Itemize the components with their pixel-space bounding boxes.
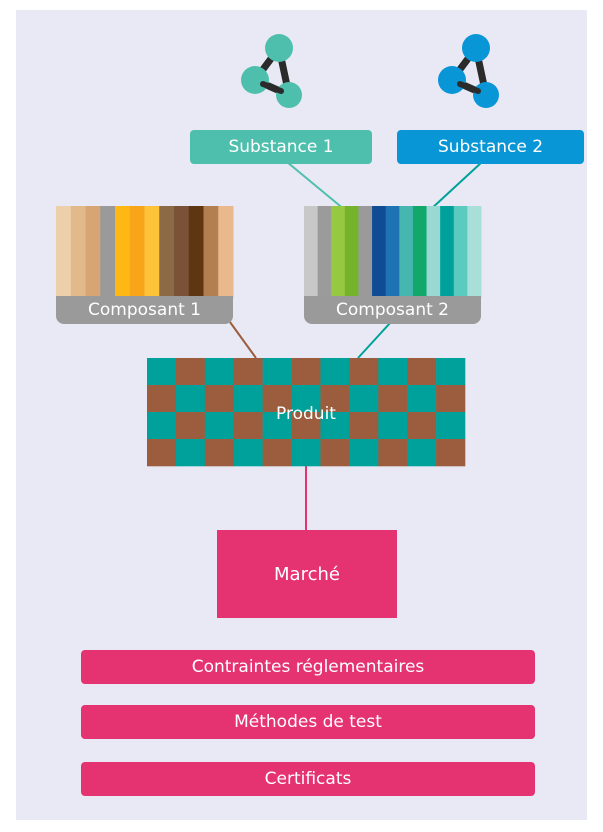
component-stripe <box>426 206 441 298</box>
molecule-atom <box>438 66 466 94</box>
produit-cell <box>407 412 437 440</box>
methodes-de-test-bar: Méthodes de test <box>81 705 535 739</box>
produit-cell <box>147 358 177 386</box>
component-stripe <box>453 206 468 298</box>
composant-1-stripes <box>56 206 234 298</box>
produit-cell <box>291 358 321 386</box>
composant-2-stripes <box>304 206 482 298</box>
produit-checkerboard <box>147 358 466 467</box>
component-stripe <box>412 206 428 298</box>
produit-cell <box>175 439 206 467</box>
link-substance2-composant2 <box>429 161 483 211</box>
component-stripe <box>467 206 482 298</box>
produit-cell <box>378 439 408 467</box>
molecule-atom <box>276 82 302 108</box>
molecule-atom <box>473 82 499 108</box>
contraintes-reglementaires-bar: Contraintes réglementaires <box>81 650 535 684</box>
component-stripe <box>372 206 387 298</box>
produit-cell <box>262 412 292 440</box>
component-stripe <box>70 206 86 298</box>
produit-cell <box>407 358 437 386</box>
produit-cell <box>233 412 263 440</box>
produit-cell <box>291 439 321 467</box>
produit-cell <box>233 358 263 386</box>
produit-cell <box>147 412 177 440</box>
produit-cell <box>147 439 177 467</box>
produit-cell <box>204 412 235 440</box>
produit-cell <box>349 439 379 467</box>
produit-cell <box>349 412 379 440</box>
component-stripe <box>188 206 204 298</box>
component-stripe <box>174 206 190 298</box>
marche-box <box>217 530 397 618</box>
link-composant2-produit <box>357 321 392 359</box>
produit-label: Produit <box>276 404 336 424</box>
component-stripe <box>56 206 72 298</box>
produit-cell <box>291 412 321 440</box>
substance-2-label: Substance 2 <box>397 130 584 164</box>
produit-cell <box>407 385 437 413</box>
produit-cell <box>233 385 263 413</box>
composant-2-label: Composant 2 <box>304 296 481 324</box>
marche-label: Marché <box>274 564 340 585</box>
produit-cell <box>320 358 350 386</box>
produit-cell <box>349 385 379 413</box>
produit-cell <box>175 358 206 386</box>
certificats-bar: Certificats <box>81 762 535 796</box>
molecule-icon <box>438 34 499 108</box>
component-stripe <box>385 206 400 298</box>
component-stripe <box>358 206 373 298</box>
component-stripe <box>85 206 101 298</box>
produit-cell <box>204 385 235 413</box>
produit-cell <box>262 439 292 467</box>
produit-cell <box>291 385 321 413</box>
molecule-icon <box>241 34 302 108</box>
molecule-atom <box>462 34 490 62</box>
molecule-atom <box>265 34 293 62</box>
component-stripe <box>218 206 234 298</box>
composant-1-label: Composant 1 <box>56 296 233 324</box>
substance-1-label: Substance 1 <box>190 130 372 164</box>
component-stripe <box>203 206 219 298</box>
produit-cell <box>378 412 408 440</box>
produit-cell <box>320 385 350 413</box>
link-substance1-composant2 <box>286 161 346 211</box>
component-stripe <box>440 206 455 298</box>
produit-cell <box>407 439 437 467</box>
produit-cell <box>436 358 466 386</box>
produit-cell <box>175 412 206 440</box>
produit-cell <box>262 358 292 386</box>
component-stripe <box>344 206 359 298</box>
component-stripe <box>331 206 346 298</box>
produit-cell <box>320 412 350 440</box>
component-stripe <box>399 206 414 298</box>
component-stripe <box>304 206 319 298</box>
produit-cell <box>233 439 263 467</box>
produit-cell <box>204 358 235 386</box>
produit-cell <box>436 439 466 467</box>
component-stripe <box>317 206 332 298</box>
produit-cell <box>262 385 292 413</box>
produit-cell <box>175 385 206 413</box>
produit-cell <box>320 439 350 467</box>
component-stripe <box>115 206 131 298</box>
component-stripe <box>129 206 145 298</box>
component-stripe <box>144 206 160 298</box>
produit-cell <box>204 439 235 467</box>
produit-cell <box>147 385 177 413</box>
component-stripe <box>100 206 116 298</box>
produit-cell <box>349 358 379 386</box>
molecule-atom <box>241 66 269 94</box>
produit-cell <box>436 412 466 440</box>
produit-cell <box>436 385 466 413</box>
component-stripe <box>159 206 175 298</box>
produit-cell <box>378 385 408 413</box>
produit-cell <box>378 358 408 386</box>
